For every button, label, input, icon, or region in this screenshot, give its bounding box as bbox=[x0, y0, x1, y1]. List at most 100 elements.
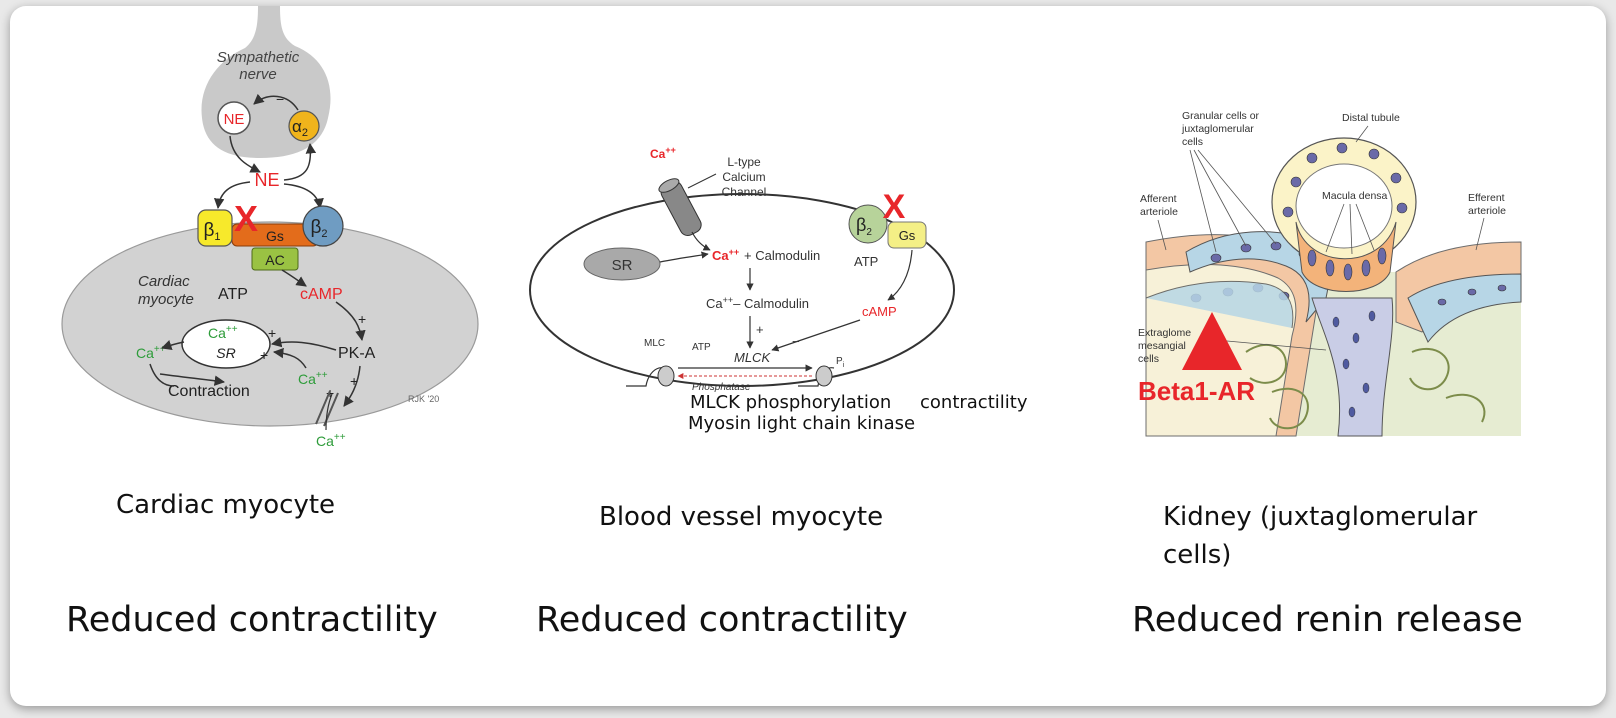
pka-label: PK-A bbox=[338, 345, 376, 362]
extracellular-ca-label: Ca++ bbox=[316, 432, 346, 449]
macula-densa bbox=[1295, 221, 1397, 292]
vessel-beta2-label: β2 bbox=[856, 215, 872, 238]
channel-label-line3: Channel bbox=[722, 185, 767, 199]
sr-release-arrow bbox=[161, 340, 185, 350]
cardiac-diagram: Sympathetic nerve NE α2 − NE Gs AC β1 β2… bbox=[61, 6, 479, 449]
vessel-atp-label: ATP bbox=[854, 254, 878, 269]
vessel-block-mark: X bbox=[883, 188, 906, 226]
mlck-phosphorylation-note: MLCK phosphorylation bbox=[690, 392, 892, 413]
cardiac-caption: Cardiac myocyte bbox=[116, 490, 336, 520]
adenylyl-cyclase bbox=[251, 247, 299, 271]
efferent-label-line2: arteriole bbox=[1468, 205, 1506, 217]
macula-densa-label: Macula densa bbox=[1322, 190, 1388, 202]
mlc-right-head bbox=[815, 365, 833, 387]
kidney-diagram: Granular cells or juxtaglomerular cells … bbox=[1138, 102, 1522, 437]
sarcoplasmic-reticulum bbox=[181, 319, 271, 369]
plus-sign-3: + bbox=[260, 347, 268, 363]
sr-ca-label: Ca++ bbox=[208, 324, 238, 341]
complex-plus-sign: + bbox=[756, 322, 764, 337]
channel-ca-to-sr-arrow bbox=[272, 347, 307, 369]
ne-vesicle bbox=[217, 101, 251, 135]
vessel-beta2-receptor bbox=[848, 204, 888, 244]
ne-to-beta1-arrow bbox=[213, 181, 251, 210]
channel-pointer-line bbox=[687, 173, 717, 189]
mesangial-label-line3: cells bbox=[1138, 353, 1159, 365]
vessel-camp-label: cAMP bbox=[862, 304, 897, 319]
afferent-label-line2: arteriole bbox=[1140, 206, 1178, 218]
vessel-ext-ca-label: Ca++ bbox=[650, 145, 676, 161]
granular-label-line1: Granular cells or bbox=[1182, 110, 1260, 122]
cell-label-line2: myocyte bbox=[138, 291, 194, 308]
alpha2-inhibition-sign: − bbox=[276, 91, 284, 107]
vessel-outcome: Reduced contractility bbox=[536, 600, 908, 640]
ca-channel-line-1 bbox=[315, 390, 331, 425]
beta1-receptor bbox=[197, 209, 233, 247]
vessel-sr-label: SR bbox=[612, 257, 633, 274]
vessel-caption: Blood vessel myocyte bbox=[599, 502, 884, 532]
mesangial-region bbox=[1311, 297, 1394, 437]
mlck-name-note: Myosin light chain kinase bbox=[688, 413, 916, 434]
pka-to-sr-arrow bbox=[270, 337, 337, 351]
ca-to-contraction-arrow bbox=[149, 363, 175, 387]
phosphatase-label: Phosphatase bbox=[692, 382, 751, 393]
beta2-label: β2 bbox=[310, 217, 327, 240]
vessel-sr bbox=[583, 247, 661, 281]
beta1-ar-label: Beta1-AR bbox=[1138, 376, 1255, 406]
atp-to-camp-arrow bbox=[281, 269, 307, 287]
ac-label: AC bbox=[265, 252, 284, 268]
camp-inhibition-sign: − bbox=[792, 334, 800, 349]
kidney-caption: Kidney (juxtaglomerular cells) bbox=[1163, 502, 1478, 570]
mlc-label: MLC bbox=[644, 338, 665, 349]
cardiac-outcome: Reduced contractility bbox=[66, 600, 438, 640]
camp-inhibits-mlck-arrow bbox=[771, 319, 861, 352]
alpha2-feedback-arrow bbox=[253, 93, 299, 111]
gs-label: Gs bbox=[266, 228, 284, 244]
alpha2-label: α2 bbox=[292, 117, 308, 139]
camp-to-pka-arrow bbox=[335, 301, 366, 342]
l-type-channel bbox=[658, 178, 702, 237]
afferent-label-line1: Afferent bbox=[1140, 193, 1177, 205]
contractility-note: contractility bbox=[920, 392, 1028, 413]
calmodulin-label: + Calmodulin bbox=[744, 248, 820, 263]
plus-sign-1: + bbox=[358, 311, 366, 327]
mesangial-label-line2: mesangial bbox=[1138, 340, 1186, 352]
cytosolic-ca-label: Ca++ bbox=[136, 344, 166, 361]
ne-to-alpha2-arrow bbox=[283, 142, 317, 181]
mlc-left-head bbox=[657, 365, 675, 387]
ne-to-beta2-arrow bbox=[283, 183, 324, 210]
channel-label-line1: L-type bbox=[727, 155, 761, 169]
vessel-atp2-label: ATP bbox=[692, 342, 711, 353]
plus-sign-5: + bbox=[350, 373, 358, 389]
ne-release-arrow bbox=[229, 135, 261, 173]
sr-to-ca-arrow bbox=[659, 251, 709, 263]
plus-sign-2: + bbox=[268, 325, 276, 341]
nerve-label-line2: nerve bbox=[239, 66, 277, 83]
pka-to-channel-arrow bbox=[343, 365, 361, 407]
distal-tubule-label: Distal tubule bbox=[1342, 112, 1400, 124]
ne-released-label: NE bbox=[254, 170, 279, 190]
beta1-ar-marker bbox=[1182, 312, 1242, 370]
pi-label: Pi bbox=[836, 356, 845, 369]
channel-influx-arrow bbox=[691, 231, 711, 251]
granular-label-line2: juxtaglomerular bbox=[1181, 123, 1254, 135]
sr-label: SR bbox=[216, 345, 235, 361]
vessel-ca-label: Ca++ bbox=[712, 247, 739, 263]
kidney-outcome: Reduced renin release bbox=[1132, 600, 1523, 640]
camp-label: cAMP bbox=[300, 286, 343, 303]
ne-vesicle-label: NE bbox=[224, 111, 245, 128]
beta1-label: β1 bbox=[203, 220, 220, 243]
contraction-label: Contraction bbox=[168, 383, 250, 400]
alpha2-receptor bbox=[288, 110, 320, 142]
ca-influx-arrow bbox=[325, 393, 333, 431]
vessel-diagram: Ca++ L-type Calcium Channel SR Ca++ + Ca… bbox=[529, 145, 955, 393]
channel-label-line2: Calcium bbox=[722, 170, 765, 184]
vessel-gs-protein bbox=[887, 221, 927, 249]
mesangial-label-line1: Extraglome bbox=[1138, 327, 1191, 339]
slide: Sympathetic nerve NE α2 − NE Gs AC β1 β2… bbox=[10, 6, 1606, 706]
efferent-label-line1: Efferent bbox=[1468, 192, 1505, 204]
beta1-block-mark: X bbox=[234, 198, 258, 239]
granular-label-line3: cells bbox=[1182, 136, 1203, 148]
ca-to-contraction-arrow-2 bbox=[159, 373, 226, 386]
atp-label: ATP bbox=[218, 286, 248, 303]
mlck-label: MLCK bbox=[734, 350, 771, 365]
